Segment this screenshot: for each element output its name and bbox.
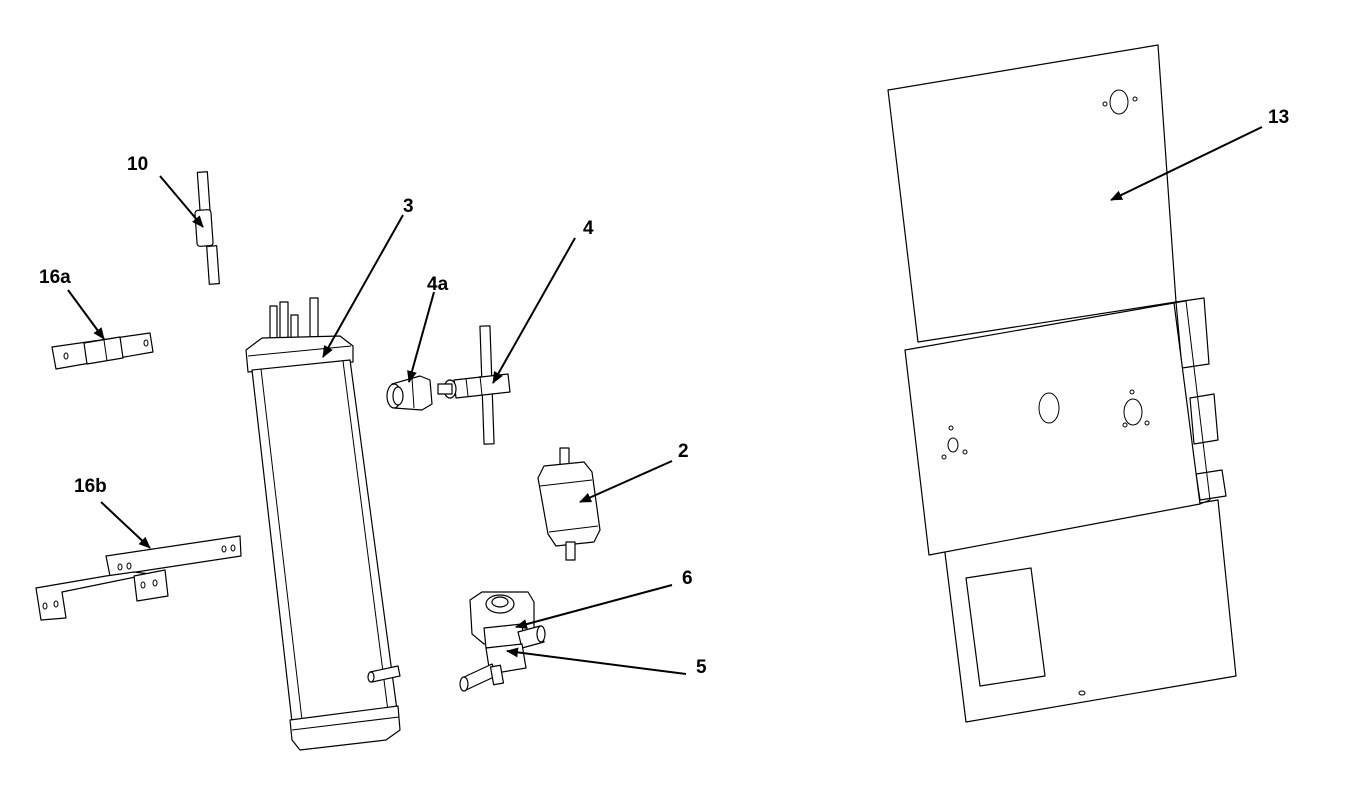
- callout-16a: 16a: [39, 267, 71, 288]
- leader-lines: [67, 126, 1263, 675]
- callout-4a: 4a: [427, 274, 449, 295]
- part-10-fitting: [194, 171, 220, 285]
- leader-13: [1110, 126, 1263, 201]
- callout-5: 5: [696, 657, 707, 678]
- callout-3: 3: [403, 196, 414, 217]
- callout-4: 4: [583, 218, 594, 239]
- leader-2: [579, 460, 673, 503]
- leader-16a: [67, 289, 105, 340]
- callout-labels: 10 3 4 4a 16a 2 16b 6 5 13: [39, 107, 1289, 678]
- leader-4a: [407, 291, 435, 383]
- callout-2: 2: [678, 441, 689, 462]
- part-16b-bracket: [35, 535, 242, 621]
- callout-16b: 16b: [74, 476, 107, 497]
- part-4a-cap: [386, 375, 433, 411]
- part-13-panel-assembly: [887, 44, 1237, 723]
- leader-5: [506, 647, 687, 675]
- leader-3: [322, 214, 404, 358]
- leader-4: [492, 237, 576, 384]
- callout-6: 6: [682, 568, 693, 589]
- leader-16b: [100, 501, 151, 549]
- callout-10: 10: [127, 154, 148, 175]
- leader-6: [515, 584, 673, 629]
- part-5-6-solenoid-valve: [459, 591, 546, 692]
- callout-13: 13: [1268, 107, 1289, 128]
- part-2-filter-drier: [537, 447, 601, 561]
- part-4-access-valve: [437, 325, 511, 445]
- part-16a-bracket: [51, 332, 154, 370]
- part-3-receiver-cylinder: [245, 297, 401, 751]
- leader-10: [159, 175, 204, 228]
